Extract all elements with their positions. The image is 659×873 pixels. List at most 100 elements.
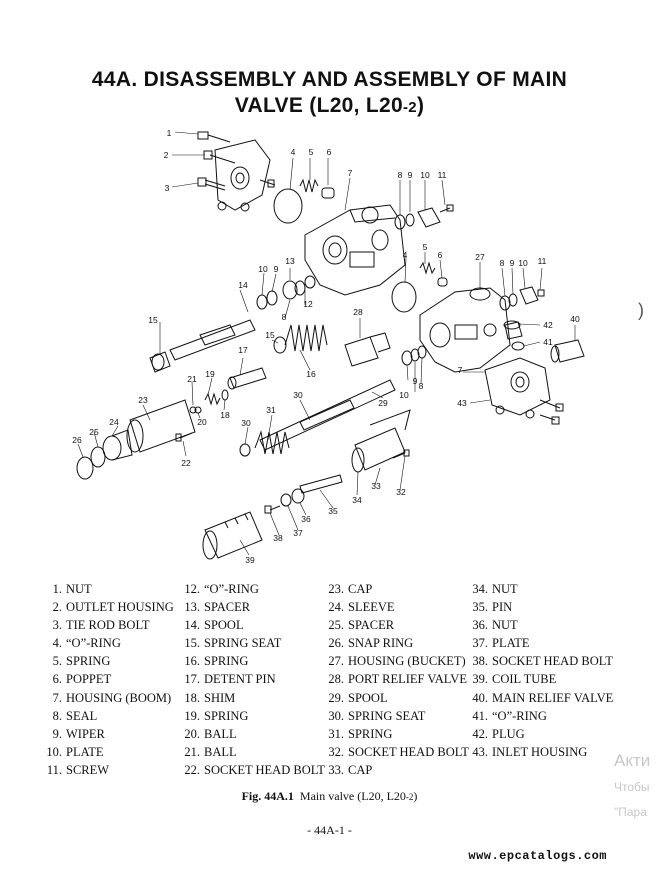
legend-item-label: HOUSING (BUCKET) bbox=[348, 654, 466, 669]
legend-item: 19.SPRING bbox=[178, 707, 325, 725]
callout-label: 31 bbox=[266, 405, 276, 415]
callout-label: 22 bbox=[181, 458, 191, 468]
callout-label: 17 bbox=[238, 345, 248, 355]
legend-item-number: 18. bbox=[184, 690, 200, 705]
legend-item-number: 19. bbox=[184, 708, 200, 723]
figure-caption-sub: -2 bbox=[405, 792, 414, 802]
callout-label: 3 bbox=[165, 183, 170, 193]
callout-label: 4 bbox=[403, 250, 408, 260]
legend-item-number: 9. bbox=[52, 726, 62, 741]
legend-item-number: 33. bbox=[328, 762, 344, 777]
legend-item: 32. SOCKET HEAD BOLT bbox=[322, 743, 469, 761]
callout-label: 8 bbox=[398, 170, 403, 180]
watermark-url[interactable]: www.epcatalogs.com bbox=[468, 849, 607, 863]
legend-item-label: SPOOL bbox=[348, 690, 388, 705]
legend-item-label: SPRING SEAT bbox=[204, 636, 282, 651]
callout-label: 18 bbox=[220, 410, 230, 420]
callout-label: 11 bbox=[438, 170, 447, 180]
callout-label: 32 bbox=[396, 487, 406, 497]
legend-item-label: PORT RELIEF VALVE bbox=[348, 672, 467, 687]
legend-item-label: BALL bbox=[204, 726, 237, 741]
legend-item-number: 21. bbox=[184, 744, 200, 759]
legend-item-label: SPRING bbox=[66, 654, 111, 669]
legend-item-number: 34. bbox=[472, 582, 488, 596]
callout-label: 29 bbox=[378, 398, 388, 408]
legend-item-number: 17. bbox=[184, 672, 200, 687]
callout-label: 34 bbox=[352, 495, 362, 505]
legend-item-number: 40. bbox=[472, 690, 488, 705]
callout-label: 9 bbox=[413, 376, 418, 386]
legend-item: 15.SPRING SEAT bbox=[178, 634, 325, 652]
legend-item-label: “O”-RING bbox=[66, 636, 121, 651]
callout-label: 1 bbox=[167, 128, 172, 138]
legend-item: 41. “O”-RING bbox=[466, 707, 613, 725]
title-text: VALVE (L20, L20 bbox=[234, 94, 404, 117]
legend-item: 34.NUT bbox=[466, 580, 613, 598]
legend-item-label: MAIN RELIEF VALVE bbox=[492, 690, 614, 705]
legend-item-label: SHIM bbox=[204, 690, 236, 705]
callout-label: 8 bbox=[500, 258, 505, 268]
legend-item-number: 12. bbox=[184, 582, 200, 596]
legend-item: 43.INLET HOUSING bbox=[466, 743, 613, 761]
legend-item-number: 8. bbox=[52, 708, 62, 723]
legend-item: 17.DETENT PIN bbox=[178, 670, 325, 688]
legend-item: 38.SOCKET HEAD BOLT bbox=[466, 652, 613, 670]
legend-item: 39.COIL TUBE bbox=[466, 670, 613, 688]
legend-item-number: 4. bbox=[52, 636, 62, 651]
callout-label: 23 bbox=[138, 395, 148, 405]
legend-item-label: SPRING bbox=[204, 654, 249, 669]
callout-label: 38 bbox=[273, 533, 283, 543]
callout-label: 5 bbox=[423, 242, 428, 252]
legend-item: 37.PLATE bbox=[466, 634, 613, 652]
callout-label: 2 bbox=[164, 150, 169, 160]
callout-label: 9 bbox=[408, 170, 413, 180]
callout-label: 6 bbox=[438, 250, 443, 260]
callout-label: 37 bbox=[293, 528, 303, 538]
legend-item-number: 6. bbox=[52, 672, 62, 687]
exploded-valve-diagram: 1 2 3 4 5 6 7 8 9 10 11 9 10 13 14 15 12… bbox=[72, 128, 585, 565]
callout-label: 15 bbox=[148, 315, 158, 325]
legend-item-number: 35. bbox=[472, 600, 488, 615]
page-title: 44A. DISASSEMBLY AND ASSEMBLY OF MAIN bbox=[91, 68, 568, 91]
callout-label: 7 bbox=[458, 365, 463, 375]
legend-item: 22.SOCKET HEAD BOLT bbox=[178, 761, 324, 779]
legend-item-number: 43. bbox=[472, 744, 488, 759]
callout-label: 21 bbox=[187, 374, 197, 384]
legend-item-number: 27. bbox=[328, 654, 344, 669]
legend-item-number: 1. bbox=[52, 582, 62, 596]
legend-item-label: SEAL bbox=[66, 708, 98, 723]
legend-item-label: SLEEVE bbox=[348, 600, 395, 615]
legend-item: 2.OUTLET HOUSING bbox=[40, 598, 174, 616]
legend-item-number: 16. bbox=[184, 654, 200, 669]
legend-item-label: SPRING bbox=[348, 726, 393, 741]
callout-label: 39 bbox=[245, 555, 255, 565]
legend-item: 20.BALL bbox=[178, 725, 325, 743]
legend-item-number: 22. bbox=[184, 762, 200, 777]
legend-item-number: 10. bbox=[46, 744, 62, 759]
legend-item-number: 32. bbox=[328, 744, 344, 759]
legend-item-number: 41. bbox=[472, 708, 488, 723]
legend-item: 26.SNAP RING bbox=[322, 634, 469, 652]
legend-item-label: “O”-RING bbox=[204, 582, 259, 596]
legend-item-label: CAP bbox=[348, 582, 373, 596]
overlay-text-line1: Акти bbox=[614, 751, 651, 770]
legend-item-label: SOCKET HEAD BOLT bbox=[348, 744, 469, 759]
legend-item-label: “O”-RING bbox=[492, 708, 547, 723]
callout-label: 40 bbox=[570, 314, 580, 324]
legend-item-number: 23. bbox=[328, 582, 344, 596]
legend-item: 4. “O”-RING bbox=[40, 634, 174, 652]
legend-item-number: 25. bbox=[328, 618, 344, 633]
callout-label: 8 bbox=[419, 381, 424, 391]
legend-item: 14.SPOOL bbox=[178, 616, 325, 634]
legend-item-label: WIPER bbox=[66, 726, 105, 741]
legend-item-label: SOCKET HEAD BOLT bbox=[492, 654, 613, 669]
legend-item-label: BALL bbox=[204, 744, 237, 759]
legend-item-label: SPACER bbox=[348, 618, 395, 633]
callout-label: 28 bbox=[353, 307, 363, 317]
callout-label: 8 bbox=[282, 312, 287, 322]
legend-item-label: POPPET bbox=[66, 672, 112, 687]
callout-label: 10 bbox=[420, 170, 430, 180]
legend-item-number: 5. bbox=[52, 654, 62, 669]
legend-item-number: 28. bbox=[328, 672, 344, 687]
